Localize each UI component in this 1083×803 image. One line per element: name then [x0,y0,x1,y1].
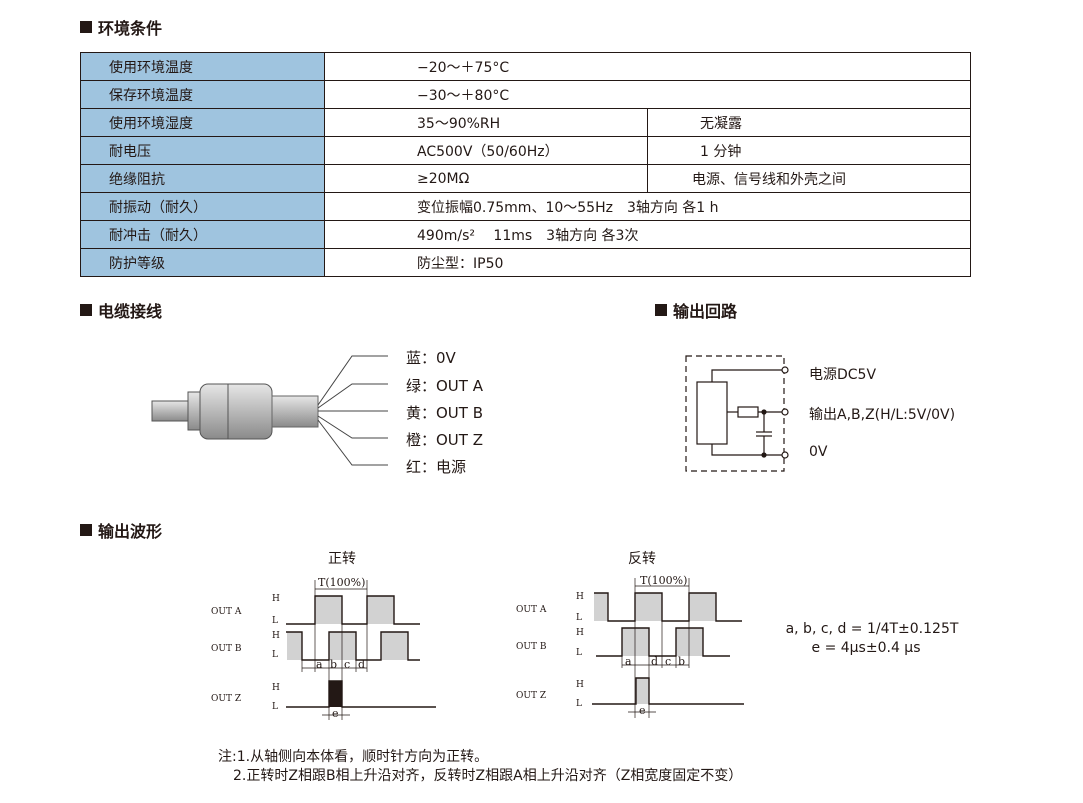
level-label: H [576,592,584,602]
square-bullet-icon [655,304,667,316]
phase-formula: a, b, c, d = 1/4T±0.125T [785,621,959,637]
section-title-text: 输出回路 [673,302,738,321]
row-value: 35～90%RH [324,108,648,137]
table-row: 防护等级 防尘型：IP50 [80,248,971,277]
encoder-drawing [151,383,319,440]
phase-label: c [665,655,671,668]
row-label: 使用环境湿度 [80,108,325,137]
e-label: e [332,707,339,720]
row-label: 耐冲击（耐久） [80,220,325,249]
table-row: 使用环境湿度 35～90%RH 无凝露 [80,108,971,137]
wire-label-green: 绿：OUT A [406,377,483,395]
channel-label: OUT B [211,644,242,654]
square-bullet-icon [80,524,92,536]
level-label: L [576,648,582,658]
section-title-env: 环境条件 [80,15,162,39]
section-title-text: 输出波形 [98,522,163,541]
note-line-1: 注:1.从轴侧向本体看，顺时针方向为正转。 [218,749,489,765]
channel-label: OUT Z [211,694,241,704]
level-label: L [576,613,582,623]
table-row: 绝缘阻抗 ≥20MΩ 电源、信号线和外壳之间 [80,164,971,193]
level-label: L [272,616,278,626]
row-note: 电源、信号线和外壳之间 [647,164,971,193]
row-value: AC500V（50/60Hz） [324,136,648,165]
section-title-cable: 电缆接线 [80,298,162,322]
row-value: 变位振幅0.75mm、10～55Hz 3轴方向 各1 h [324,192,971,221]
circuit-ground-label: 0V [809,444,828,460]
note-line-2: 2.正转时Z相跟B相上升沿对齐，反转时Z相跟A相上升沿对齐（Z相宽度固定不变） [233,768,743,784]
channel-label: OUT Z [516,691,546,701]
wire-label-blue: 蓝：0V [406,349,456,367]
table-row: 耐冲击（耐久） 490m/s² 11ms 3轴方向 各3次 [80,220,971,249]
level-label: L [272,702,278,712]
row-label: 使用环境温度 [80,52,325,81]
square-bullet-icon [80,21,92,33]
channel-label: OUT A [516,605,547,615]
section-title-waveform: 输出波形 [80,518,162,542]
row-label: 保存环境温度 [80,80,325,109]
row-label: 防护等级 [80,248,325,277]
e-label: e [639,704,646,717]
row-value: −30～＋80°C [324,80,971,109]
table-row: 耐振动（耐久） 变位振幅0.75mm、10～55Hz 3轴方向 各1 h [80,192,971,221]
square-bullet-icon [80,304,92,316]
phase-label: a [316,658,323,671]
phase-label: b [330,658,337,671]
reverse-title: 反转 [628,551,656,567]
phase-label: b [678,655,685,668]
channel-label: OUT B [516,642,547,652]
section-title-text: 电缆接线 [98,302,163,321]
section-title-circuit: 输出回路 [655,298,737,322]
period-label: T(100%) [318,576,365,589]
level-label: L [272,650,278,660]
waveform-reverse: OUT A OUT B OUT Z H L H L H L T(100%) a … [516,574,744,718]
channel-label: OUT A [211,607,242,617]
row-value: 防尘型：IP50 [324,248,971,277]
level-label: L [576,699,582,709]
waveform-forward: OUT A OUT B OUT Z H L H L H L T(100%) a … [211,576,436,720]
phase-label: c [344,658,350,671]
row-note: 1 分钟 [647,136,971,165]
output-circuit [685,355,789,472]
phase-label: d [651,655,658,668]
row-label: 耐振动（耐久） [80,192,325,221]
forward-title: 正转 [328,551,356,567]
circuit-power-label: 电源DC5V [809,367,877,383]
row-value: 490m/s² 11ms 3轴方向 各3次 [324,220,971,249]
wire-label-red: 红：电源 [406,458,467,476]
period-label: T(100%) [640,574,687,587]
cable-wires [317,355,388,466]
section-title-text: 环境条件 [98,19,163,38]
phase-label: a [625,655,632,668]
wire-label-orange: 橙：OUT Z [406,431,483,449]
table-row: 使用环境温度 −20～＋75°C [80,52,971,81]
level-label: H [272,631,280,641]
level-label: H [272,594,280,604]
wire-label-yellow: 黄：OUT B [406,404,484,422]
phase-label: d [358,658,365,671]
circuit-output-label: 输出A,B,Z(H/L:5V/0V) [809,407,956,423]
pulse-width-formula: e = 4μs±0.4 μs [811,640,921,656]
row-label: 绝缘阻抗 [80,164,325,193]
level-label: H [576,680,584,690]
level-label: H [576,628,584,638]
level-label: H [272,683,280,693]
env-conditions-table: 使用环境温度 −20～＋75°C 保存环境温度 −30～＋80°C 使用环境湿度… [80,52,971,277]
table-row: 耐电压 AC500V（50/60Hz） 1 分钟 [80,136,971,165]
table-row: 保存环境温度 −30～＋80°C [80,80,971,109]
